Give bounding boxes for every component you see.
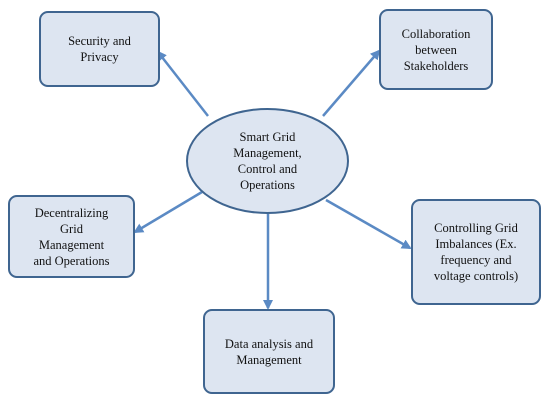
- node-collaboration-stakeholders: Collaboration between Stakeholders: [379, 9, 493, 90]
- arrow-to-collaboration: [322, 49, 381, 117]
- arrow-to-controlling: [325, 198, 412, 250]
- node-decentralizing-grid-management: Decentralizing Grid Management and Opera…: [8, 195, 135, 278]
- node-security-privacy: Security and Privacy: [39, 11, 160, 87]
- arrow-to-decentralizing: [133, 190, 203, 234]
- arrow-to-security: [156, 50, 209, 117]
- node-data-analysis-management: Data analysis and Management: [203, 309, 335, 394]
- center-node-smart-grid: Smart Grid Management, Control and Opera…: [186, 108, 349, 214]
- node-controlling-grid-imbalances: Controlling Grid Imbalances (Ex. frequen…: [411, 199, 541, 305]
